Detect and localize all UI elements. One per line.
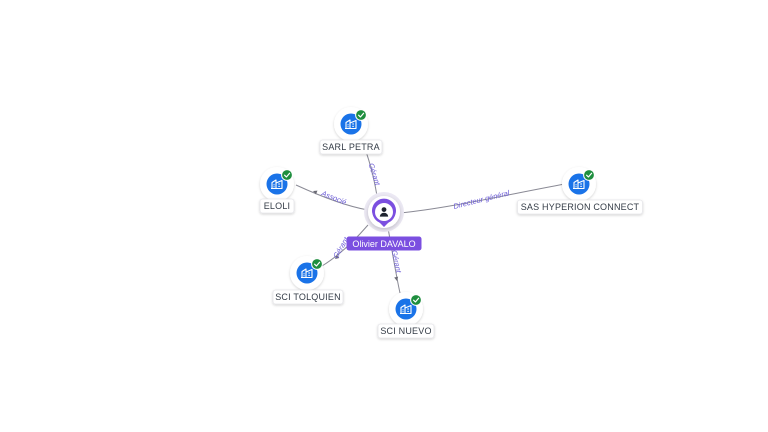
edge-label: Gérant (390, 249, 404, 274)
node-label: ELOLI (264, 201, 291, 211)
node-badge (568, 173, 590, 195)
company-building-icon (345, 119, 357, 130)
edge-arrowhead (313, 190, 318, 195)
edge-line (387, 227, 401, 294)
company-building-icon (301, 268, 313, 279)
edge-line (295, 184, 369, 211)
verified-check-icon (410, 294, 422, 306)
verified-check-icon (281, 169, 293, 181)
node-sarl-petra[interactable]: SARL PETRA (319, 107, 383, 155)
company-building-icon (573, 179, 585, 190)
edge-arrowhead (394, 276, 399, 281)
edge-label: Directeur général (452, 188, 510, 211)
node-label: SAS HYPERION CONNECT (521, 202, 640, 212)
node-badge (296, 262, 318, 284)
nodes-layer: SARL PETRA ELOLI SAS HYPERION CONNECT SCI T… (259, 107, 643, 339)
center-node-olivier-davalo[interactable]: Olivier DAVALO (346, 192, 422, 251)
node-label: SCI NUEVO (380, 326, 431, 336)
edge-label: Gérant (367, 162, 383, 187)
node-badge (340, 113, 362, 135)
node-sci-tolquien[interactable]: SCI TOLQUIEN (272, 256, 344, 305)
node-sci-nuevo[interactable]: SCI NUEVO (377, 292, 435, 339)
node-sas-hyperion[interactable]: SAS HYPERION CONNECT (517, 167, 643, 215)
company-building-icon (400, 304, 412, 315)
center-label: Olivier DAVALO (352, 239, 415, 249)
edge-label: Associé (319, 188, 348, 207)
verified-check-icon (583, 169, 595, 181)
node-eloli[interactable]: ELOLI (259, 167, 295, 214)
verified-check-icon (311, 258, 323, 270)
edge-arrowhead (335, 254, 340, 259)
node-label: SCI TOLQUIEN (275, 292, 341, 302)
verified-check-icon (355, 109, 367, 121)
node-label-box (517, 199, 643, 215)
edge-eloli: Associé (295, 184, 369, 211)
node-label-box (272, 289, 344, 305)
center-label-box (346, 236, 422, 251)
edge-line (399, 183, 566, 214)
node-badge (266, 173, 288, 195)
node-label-box (259, 198, 295, 214)
person-icon (379, 207, 389, 217)
node-badge (395, 298, 417, 320)
node-label: SARL PETRA (322, 142, 380, 152)
node-label-box (377, 323, 435, 339)
company-building-icon (271, 179, 283, 190)
node-label-box (319, 139, 383, 155)
